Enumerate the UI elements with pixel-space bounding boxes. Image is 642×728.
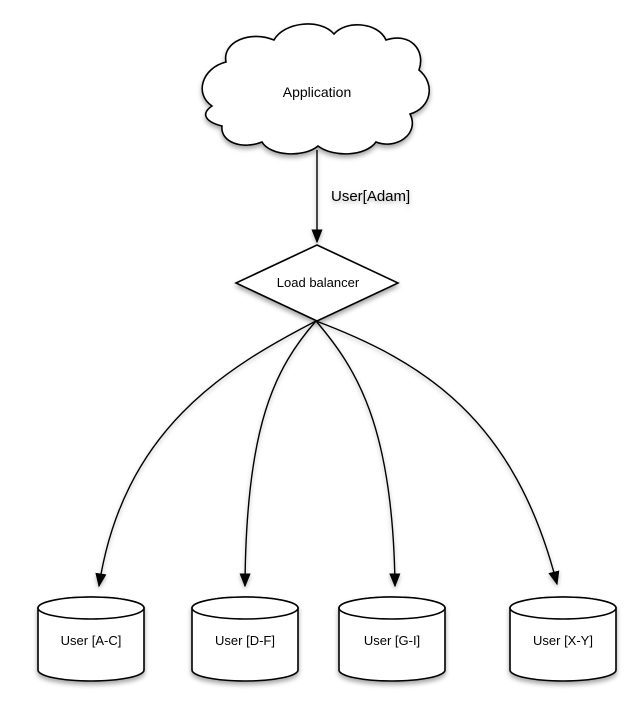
- cloud-shape: [201, 23, 430, 155]
- db-node-xy: User [X-Y]: [509, 596, 617, 682]
- lb-to-db-df-arrow: [239, 320, 317, 588]
- db-node-df: User [D-F]: [191, 596, 299, 682]
- cylinder-top: [191, 596, 299, 620]
- edge-label-user-adam: User[Adam]: [331, 188, 410, 205]
- db-label-xy: User [X-Y]: [533, 633, 593, 648]
- load-balancer-label: Load balancer: [277, 275, 360, 290]
- cylinder-top: [37, 596, 145, 620]
- edge-app-to-lb: User[Adam]: [311, 150, 410, 244]
- lb-to-db-xy-arrow: [315, 320, 560, 586]
- db-label-ac: User [A-C]: [61, 633, 122, 648]
- load-balancer-node: Load balancer: [234, 244, 400, 322]
- cylinder-top: [509, 596, 617, 620]
- lb-to-db-ac-arrow: [95, 320, 317, 588]
- application-label: Application: [283, 84, 352, 100]
- edge-group-lb-to-shards: [95, 320, 560, 588]
- lb-to-db-gi-arrow: [315, 320, 401, 588]
- db-node-gi: User [G-I]: [338, 596, 446, 682]
- db-node-ac: User [A-C]: [37, 596, 145, 682]
- cylinder-top: [338, 596, 446, 620]
- application-cloud-node: Application: [201, 23, 430, 155]
- db-label-df: User [D-F]: [215, 633, 275, 648]
- db-label-gi: User [G-I]: [364, 633, 420, 648]
